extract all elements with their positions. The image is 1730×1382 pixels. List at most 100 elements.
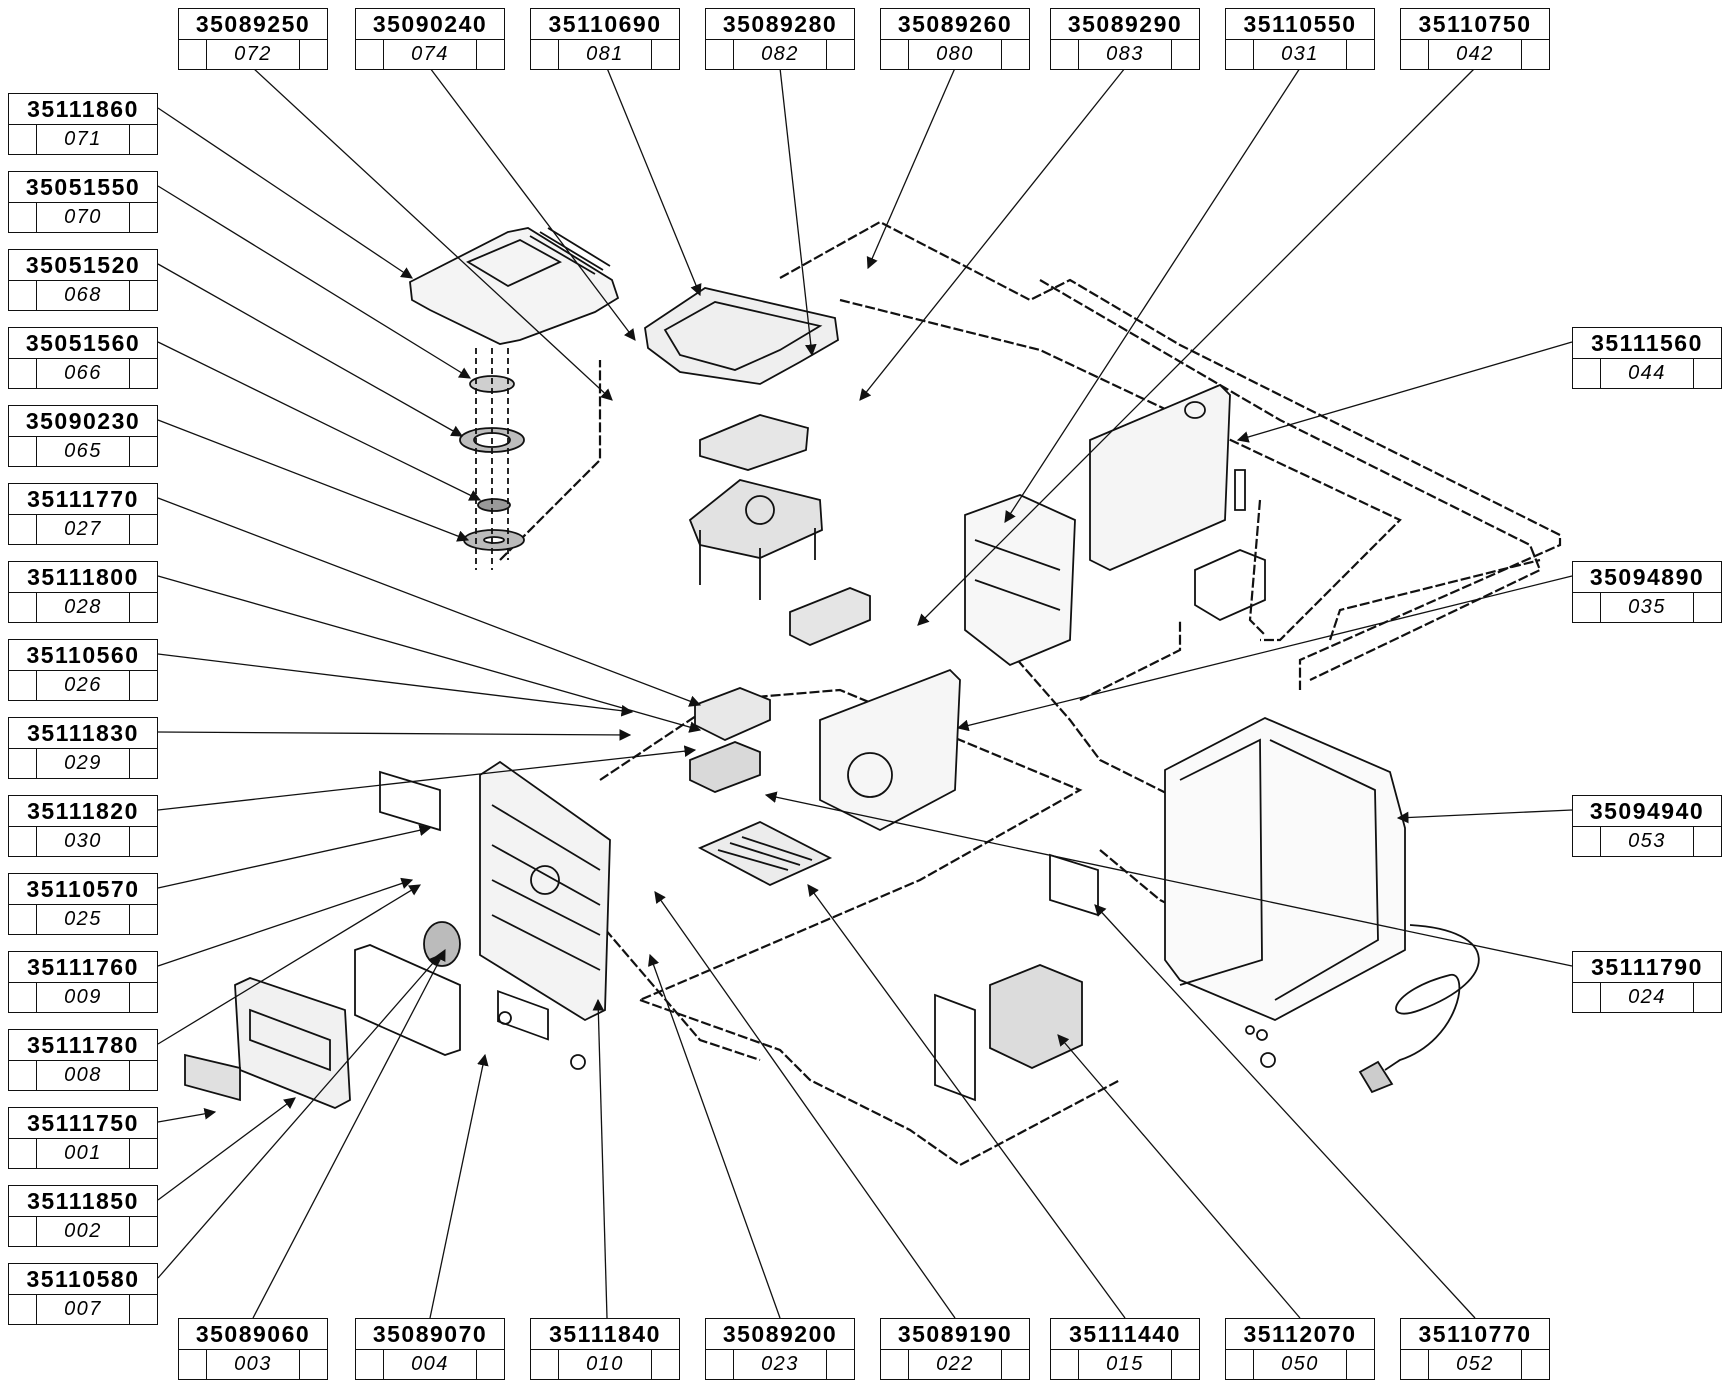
part-number: 35111820 — [9, 796, 157, 827]
position-number: 009 — [36, 983, 130, 1012]
part-number: 35110550 — [1226, 9, 1374, 40]
position-number: 071 — [36, 125, 130, 154]
part-number: 35111440 — [1051, 1319, 1199, 1350]
part-number: 35112070 — [1226, 1319, 1374, 1350]
position-number: 023 — [733, 1350, 827, 1379]
part-number: 35111560 — [1573, 328, 1721, 359]
position-number: 066 — [36, 359, 130, 388]
part-number: 35110690 — [531, 9, 679, 40]
position-number: 007 — [36, 1295, 130, 1324]
part-number: 35089200 — [706, 1319, 854, 1350]
position-number: 080 — [908, 40, 1002, 69]
position-number: 031 — [1253, 40, 1347, 69]
part-number: 35089250 — [179, 9, 327, 40]
position-number: 002 — [36, 1217, 130, 1246]
part-number: 35110570 — [9, 874, 157, 905]
position-number: 035 — [1600, 593, 1694, 622]
part-number: 35111780 — [9, 1030, 157, 1061]
part-number: 35089260 — [881, 9, 1029, 40]
position-number: 042 — [1428, 40, 1522, 69]
part-number: 35111840 — [531, 1319, 679, 1350]
component-sketches — [184, 227, 1480, 1109]
part-number: 35110750 — [1401, 9, 1549, 40]
position-number: 074 — [383, 40, 477, 69]
position-number: 053 — [1600, 827, 1694, 856]
part-number: 35111760 — [9, 952, 157, 983]
part-number: 35110770 — [1401, 1319, 1549, 1350]
position-number: 070 — [36, 203, 130, 232]
part-number: 35089190 — [881, 1319, 1029, 1350]
part-number: 35089290 — [1051, 9, 1199, 40]
position-number: 050 — [1253, 1350, 1347, 1379]
position-number: 024 — [1600, 983, 1694, 1012]
position-number: 010 — [558, 1350, 652, 1379]
part-number: 35089060 — [179, 1319, 327, 1350]
position-number: 008 — [36, 1061, 130, 1090]
part-number: 35051560 — [9, 328, 157, 359]
part-number: 35094890 — [1573, 562, 1721, 593]
part-number: 35090240 — [356, 9, 504, 40]
position-number: 003 — [206, 1350, 300, 1379]
position-number: 004 — [383, 1350, 477, 1379]
position-number: 030 — [36, 827, 130, 856]
part-number: 35090230 — [9, 406, 157, 437]
position-number: 015 — [1078, 1350, 1172, 1379]
position-number: 083 — [1078, 40, 1172, 69]
part-number: 35089280 — [706, 9, 854, 40]
part-number: 35111750 — [9, 1108, 157, 1139]
part-number: 35111860 — [9, 94, 157, 125]
part-number: 35051520 — [9, 250, 157, 281]
part-number: 35111850 — [9, 1186, 157, 1217]
position-number: 065 — [36, 437, 130, 466]
position-number: 001 — [36, 1139, 130, 1168]
part-number: 35094940 — [1573, 796, 1721, 827]
position-number: 028 — [36, 593, 130, 622]
part-number: 35111830 — [9, 718, 157, 749]
part-number: 35111790 — [1573, 952, 1721, 983]
position-number: 022 — [908, 1350, 1002, 1379]
position-number: 027 — [36, 515, 130, 544]
position-number: 029 — [36, 749, 130, 778]
part-number: 35111770 — [9, 484, 157, 515]
position-number: 026 — [36, 671, 130, 700]
leader-lines — [157, 67, 1573, 1319]
part-number: 35111800 — [9, 562, 157, 593]
position-number: 052 — [1428, 1350, 1522, 1379]
position-number: 025 — [36, 905, 130, 934]
